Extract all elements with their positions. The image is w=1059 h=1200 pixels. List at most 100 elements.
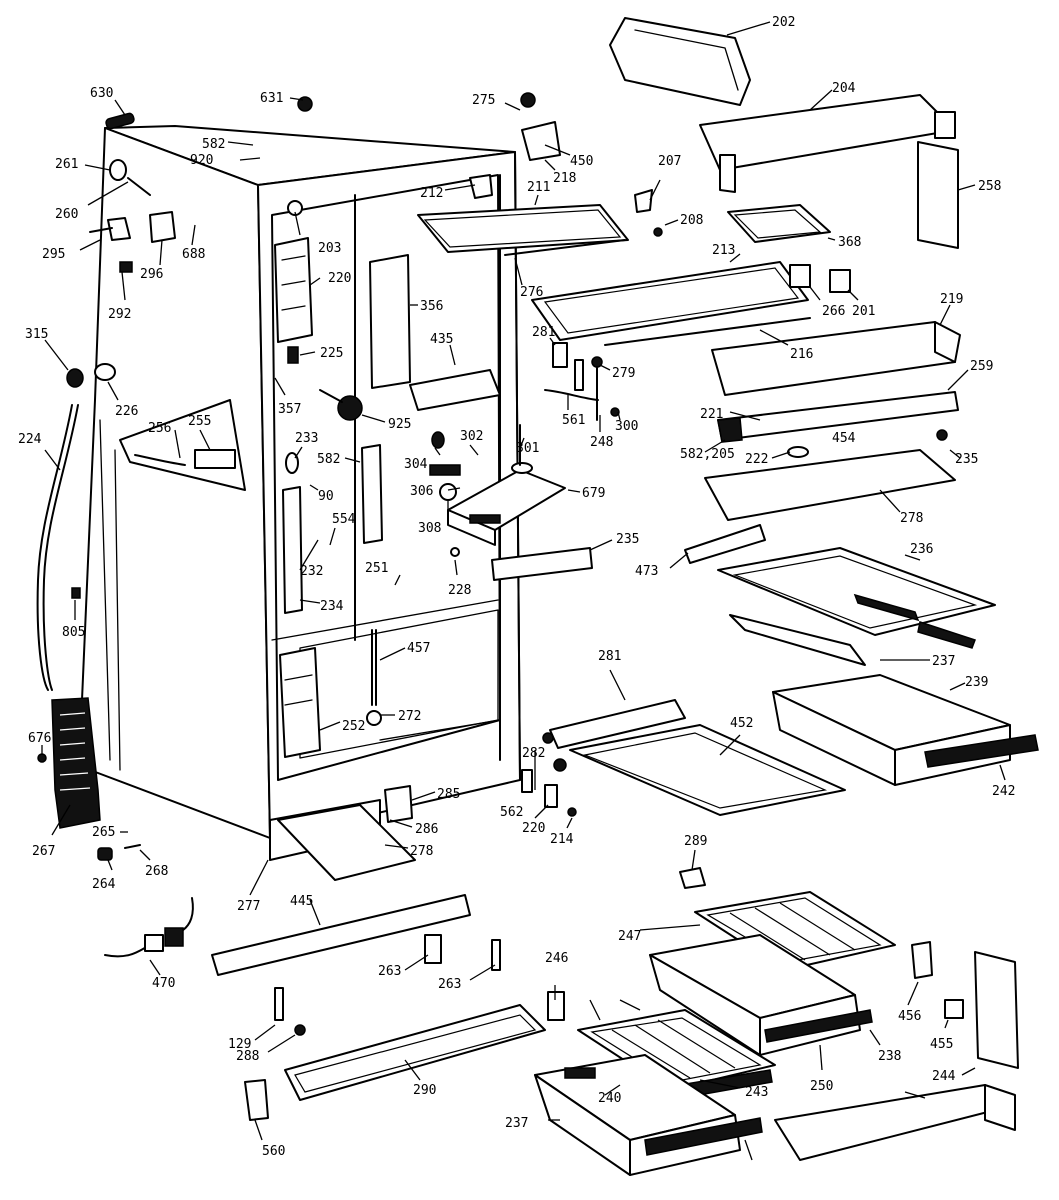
part-label: 235 — [616, 532, 639, 547]
lower-shelf-parts — [274, 699, 846, 1036]
part-label: 278 — [900, 511, 923, 526]
drawer-parts — [534, 891, 1019, 1176]
part-label: 456 — [898, 1009, 921, 1024]
part-label: 252 — [342, 719, 365, 734]
part-label: 296 — [140, 267, 163, 282]
part-label: 203 — [318, 241, 341, 256]
part-label: 214 — [550, 832, 574, 847]
part-label: 272 — [398, 709, 421, 724]
part-label: 266 — [822, 304, 845, 319]
part-label: 276 — [520, 285, 543, 300]
part-label: 202 — [772, 15, 795, 30]
part-label: 233 — [295, 431, 318, 446]
part-label: 207 — [658, 154, 681, 169]
cabinet — [81, 125, 521, 861]
part-label: 220 — [522, 821, 545, 836]
part-label: 292 — [108, 307, 131, 322]
part-label: 470 — [152, 976, 175, 991]
inner-wall-parts — [274, 200, 501, 758]
part-label: 279 — [612, 366, 635, 381]
part-label: 302 — [460, 429, 483, 444]
part-label: 264 — [92, 877, 116, 892]
part-label: 224 — [18, 432, 42, 447]
part-label: 805 — [62, 625, 85, 640]
part-label: 220 — [328, 271, 351, 286]
part-label: 240 — [598, 1091, 621, 1106]
part-label: 129 — [228, 1037, 251, 1052]
leader-lines — [41, 21, 1006, 1161]
part-label: 201 — [852, 304, 875, 319]
part-label: 631 — [260, 91, 283, 106]
part-label: 234 — [320, 599, 344, 614]
toe-grille — [284, 1004, 546, 1101]
part-label: 263 — [378, 964, 401, 979]
part-label: 218 — [553, 171, 576, 186]
part-label: 473 — [635, 564, 658, 579]
part-label: 300 — [615, 419, 638, 434]
part-label: 304 — [404, 457, 428, 472]
part-label: 554 — [332, 512, 356, 527]
part-label: 920 — [190, 153, 213, 168]
left-parts — [36, 96, 313, 861]
part-label: 213 — [712, 243, 735, 258]
part-label: 289 — [684, 834, 707, 849]
part-label: 435 — [430, 332, 453, 347]
part-label: 295 — [42, 247, 65, 262]
part-label: 455 — [930, 1037, 953, 1052]
part-label: 244 — [932, 1069, 956, 1084]
part-label: 582,205 — [680, 447, 735, 462]
part-label: 261 — [55, 157, 78, 172]
part-label: 232 — [300, 564, 323, 579]
part-label: 676 — [28, 731, 51, 746]
part-label: 216 — [790, 347, 813, 362]
part-label: 236 — [910, 542, 933, 557]
part-label: 255 — [188, 414, 211, 429]
part-label: 688 — [182, 247, 205, 262]
part-label: 222 — [745, 452, 768, 467]
drain-pan — [277, 804, 416, 881]
part-label: 582 — [317, 452, 340, 467]
part-label: 562 — [500, 805, 523, 820]
part-label: 258 — [978, 179, 1001, 194]
part-label: 356 — [420, 299, 443, 314]
part-label: 235 — [955, 452, 978, 467]
part-label: 278 — [410, 844, 433, 859]
part-label: 301 — [516, 441, 539, 456]
part-label: 208 — [680, 213, 703, 228]
part-label: 306 — [410, 484, 433, 499]
part-label: 219 — [940, 292, 963, 307]
part-label: 204 — [832, 81, 856, 96]
part-label: 265 — [92, 825, 115, 840]
part-label: 238 — [878, 1049, 901, 1064]
part-label: 452 — [730, 716, 753, 731]
part-label: 239 — [965, 675, 988, 690]
part-label: 221 — [700, 407, 723, 422]
caster — [244, 1079, 269, 1121]
part-number-labels: 630 631 582 920 261 260 295 296 688 292 … — [18, 15, 1015, 1159]
part-label: 259 — [970, 359, 993, 374]
part-label: 226 — [115, 404, 138, 419]
part-label: 228 — [448, 583, 471, 598]
part-label: 263 — [438, 977, 461, 992]
part-label: 357 — [278, 402, 301, 417]
part-label: 454 — [832, 431, 856, 446]
rail — [211, 894, 471, 976]
part-label: 260 — [55, 207, 78, 222]
part-label: 368 — [838, 235, 861, 250]
part-label: 308 — [418, 521, 441, 536]
part-label: 281 — [532, 325, 555, 340]
part-label: 267 — [32, 844, 55, 859]
part-label: 251 — [365, 561, 388, 576]
part-label: 248 — [590, 435, 613, 450]
part-label: 925 — [388, 417, 411, 432]
part-label: 450 — [570, 154, 593, 169]
part-label: 315 — [25, 327, 48, 342]
part-label: 246 — [545, 951, 568, 966]
part-label: 277 — [237, 899, 260, 914]
freezer-parts — [417, 92, 811, 581]
part-label: 679 — [582, 486, 605, 501]
part-label: 247 — [618, 929, 641, 944]
part-label: 282 — [522, 746, 545, 761]
part-label: 582 — [202, 137, 225, 152]
